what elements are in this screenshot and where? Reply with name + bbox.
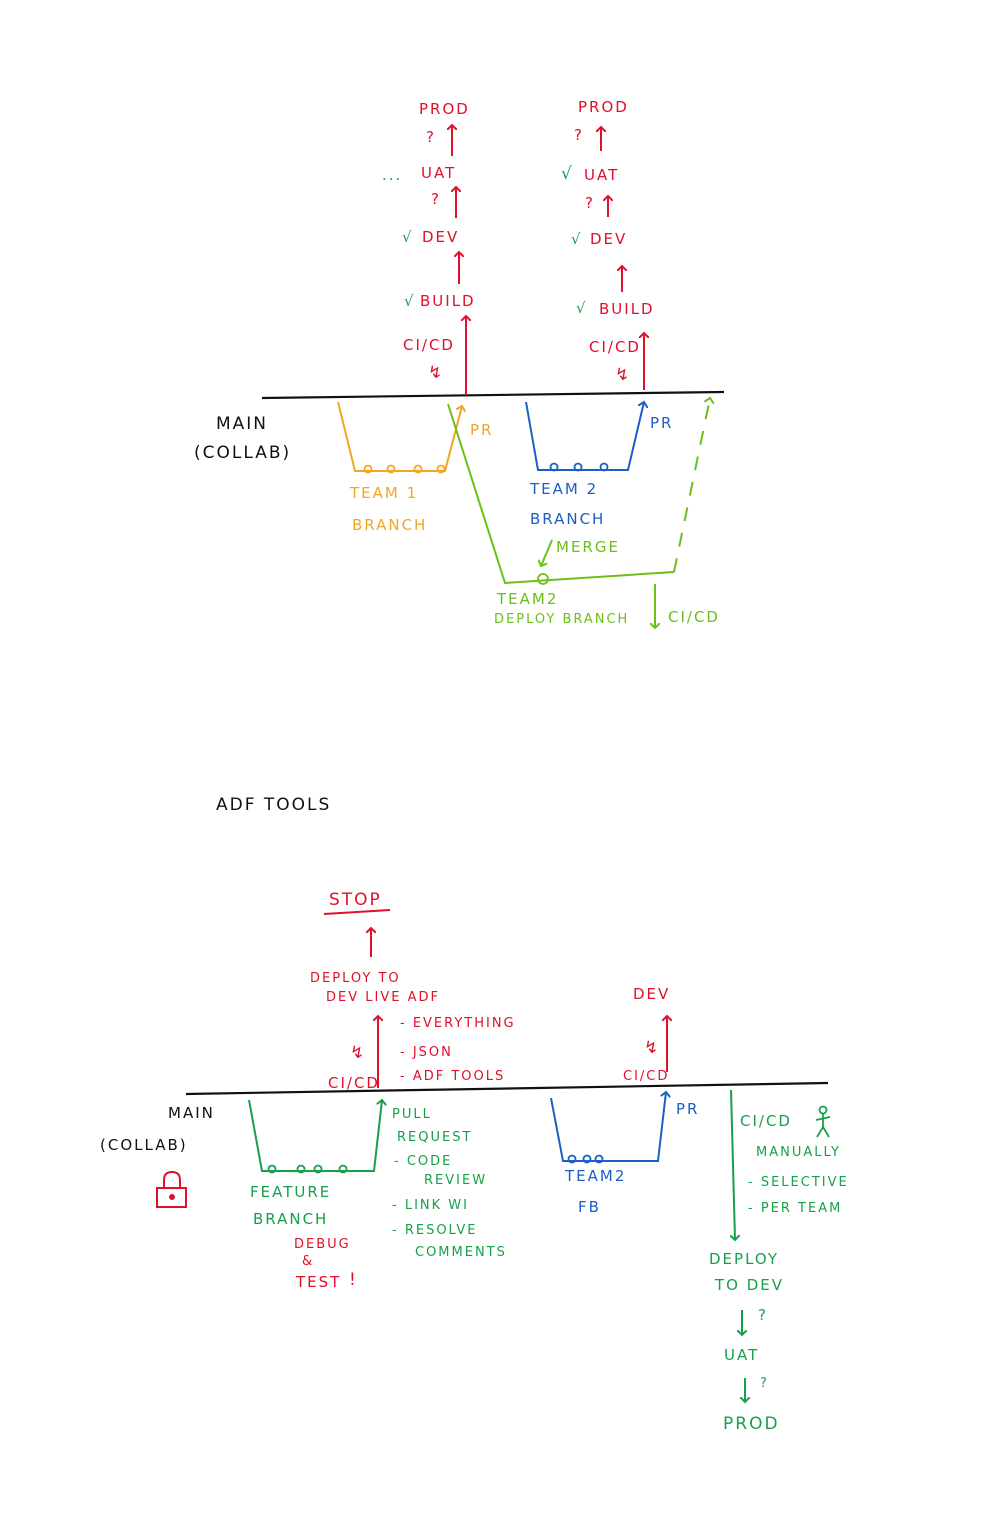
team2-fb-path: [550, 1092, 666, 1162]
cicd-mid-label: CI/CD: [623, 1069, 670, 1084]
team1-pr-label: PR: [470, 421, 494, 439]
deploy-to-label: DEPLOY TO: [310, 971, 401, 986]
left-uat-dots: ...: [382, 166, 403, 184]
bolt-mid-icon: ↯: [644, 1038, 661, 1058]
section-title: ADF TOOLS: [216, 795, 332, 815]
team1-branch-label: BRANCH: [352, 516, 428, 534]
team1-branch-path: [337, 401, 462, 472]
deploy-branch-label-2: DEPLOY BRANCH: [494, 612, 630, 627]
request-label: REQUEST: [397, 1130, 473, 1145]
team2-branch-path: [525, 402, 644, 471]
merge-arrow: [541, 539, 553, 566]
right-build-check: √: [576, 299, 588, 317]
left-build-label: BUILD: [420, 292, 476, 310]
prod-label-bottom: PROD: [723, 1414, 780, 1434]
prod-question: ?: [760, 1376, 769, 1391]
left-build-check: √: [404, 292, 416, 310]
right-build-label: BUILD: [599, 300, 655, 318]
left-q1: ?: [426, 128, 436, 146]
feature-commit-dots: [267, 1164, 348, 1174]
test-bang: !: [349, 1270, 358, 1290]
right-q2: ?: [585, 194, 595, 212]
left-cicd-label: CI/CD: [403, 336, 455, 354]
left-prod-label: PROD: [419, 100, 470, 118]
to-dev-label: TO DEV: [715, 1276, 785, 1294]
right-uat-label: UAT: [584, 166, 620, 184]
note-everything: - EVERYTHING: [400, 1016, 516, 1031]
right-uat-check: √: [561, 164, 574, 184]
left-dev-check: √: [402, 228, 414, 246]
main-label-bottom: MAIN: [168, 1104, 215, 1122]
team2-fb-commit-dots: [567, 1154, 604, 1164]
right-dev-label: DEV: [590, 230, 628, 248]
bolt-left-icon: ↯: [350, 1043, 367, 1063]
team1-label: TEAM 1: [350, 484, 419, 502]
link-wi-label: - LINK WI: [392, 1198, 469, 1213]
deploy-label: DEPLOY: [709, 1250, 780, 1268]
team2-branch-label: BRANCH: [530, 510, 606, 528]
deploy-branch-label-1: TEAM2: [497, 590, 559, 608]
left-uat-label: UAT: [421, 164, 457, 182]
right-dev-check: √: [571, 230, 583, 248]
person-icon: [815, 1105, 831, 1138]
uat-question: ?: [758, 1306, 768, 1324]
collab-label-top: (COLLAB): [194, 443, 292, 463]
comments-label: COMMENTS: [415, 1245, 507, 1260]
team1-commit-dots: [363, 464, 446, 474]
manually-label: MANUALLY: [756, 1145, 841, 1160]
feature-branch-path: [248, 1100, 382, 1172]
main-branch-line-bottom: [185, 1081, 829, 1096]
cicd-left-label: CI/CD: [328, 1074, 380, 1092]
right-q1: ?: [574, 126, 584, 144]
team2-label: TEAM 2: [530, 480, 599, 498]
resolve-label: - RESOLVE: [392, 1223, 478, 1238]
note-adf-tools: - ADF TOOLS: [400, 1069, 506, 1084]
left-bolt-icon: ↯: [428, 363, 445, 383]
left-dev-label: DEV: [422, 228, 460, 246]
left-q2: ?: [431, 190, 441, 208]
team2-fb-pr-label: PR: [676, 1100, 700, 1118]
selective-label: - SELECTIVE: [748, 1175, 849, 1190]
dev-live-adf-label: DEV LIVE ADF: [326, 990, 440, 1005]
per-team-label: - PER TEAM: [748, 1201, 843, 1216]
lock-icon: [156, 1170, 187, 1208]
right-prod-label: PROD: [578, 98, 629, 116]
team2-fb-label: TEAM2: [565, 1167, 627, 1185]
right-bolt-icon: ↯: [615, 365, 632, 385]
pull-label: PULL: [392, 1107, 432, 1122]
feature-branch-label: BRANCH: [253, 1210, 329, 1228]
merge-label: MERGE: [556, 538, 620, 556]
feature-label: FEATURE: [250, 1183, 332, 1201]
review-label: REVIEW: [424, 1173, 488, 1188]
note-json: - JSON: [400, 1045, 453, 1060]
stop-label: STOP: [329, 890, 382, 910]
team2-pr-label: PR: [650, 414, 674, 432]
amp-label: &: [302, 1254, 315, 1269]
collab-label-bottom: (COLLAB): [100, 1136, 188, 1154]
right-cicd-label: CI/CD: [589, 338, 641, 356]
stop-underline: [323, 909, 391, 915]
uat-label-bottom: UAT: [724, 1346, 760, 1364]
debug-label: DEBUG: [294, 1237, 351, 1252]
test-label: TEST: [296, 1273, 342, 1291]
dev-label-bottom: DEV: [633, 985, 671, 1003]
deploy-cicd-label: CI/CD: [668, 608, 720, 626]
merge-commit-dot: [537, 573, 549, 585]
cicd-right-label: CI/CD: [740, 1112, 792, 1130]
cicd-deploy-line: [731, 1089, 735, 1240]
team2-commit-dots: [549, 462, 609, 472]
team2-deploy-branch-path: [447, 403, 675, 585]
main-label-top: MAIN: [216, 414, 269, 434]
deploy-branch-dashed-return: [673, 398, 710, 573]
fb-label: FB: [578, 1198, 601, 1216]
main-branch-line-top: [261, 390, 725, 400]
code-label: - CODE: [394, 1154, 453, 1169]
